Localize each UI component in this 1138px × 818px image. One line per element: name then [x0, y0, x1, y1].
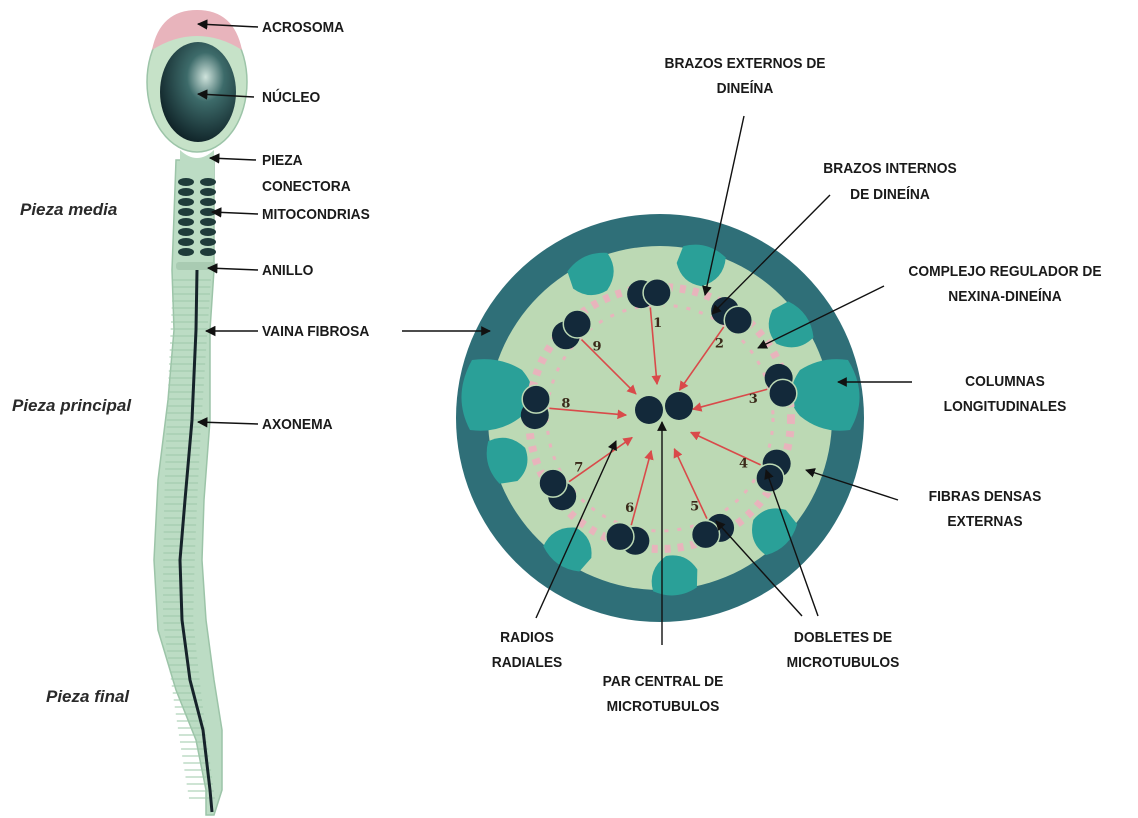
label-mitocondrias: MITOCONDRIAS: [262, 205, 370, 224]
label-nucleo: NÚCLEO: [262, 88, 320, 107]
label-axonema: AXONEMA: [262, 415, 333, 434]
tubule-b: [724, 306, 752, 334]
mitochondrion: [178, 248, 194, 256]
mitochondrion: [178, 198, 194, 206]
label-fibras-densas-2: EXTERNAS: [907, 512, 1063, 531]
sperm-neck: [180, 150, 214, 178]
doublet-number: 5: [690, 500, 699, 515]
mitochondrion: [178, 178, 194, 186]
doublet-number: 2: [715, 337, 724, 352]
central-tubule-b: [665, 392, 693, 420]
sperm-cell: [147, 10, 247, 815]
region-pieza-media: Pieza media: [20, 200, 117, 220]
label-acrosoma: ACROSOMA: [262, 18, 344, 37]
label-pieza-conectora-2: CONECTORA: [262, 177, 351, 196]
mitochondrion: [200, 198, 216, 206]
region-pieza-final: Pieza final: [46, 687, 129, 707]
tubule-b: [539, 469, 567, 497]
anillo-arrow: [208, 268, 258, 270]
region-pieza-principal: Pieza principal: [12, 396, 131, 416]
label-brazos-externos-1: BRAZOS EXTERNOS DE: [648, 54, 841, 73]
doublet-number: 9: [593, 340, 602, 355]
sperm-tail: [154, 160, 222, 815]
doublet-number: 8: [561, 397, 570, 412]
label-par-central-2: MICROTUBULOS: [585, 697, 741, 716]
doublet-number: 7: [574, 461, 583, 476]
tubule-b: [756, 464, 784, 492]
tubule-b: [769, 379, 797, 407]
mitochondrion: [178, 228, 194, 236]
doublet-number: 3: [749, 392, 758, 407]
label-columnas-1: COLUMNAS: [927, 372, 1083, 391]
mitochondrion: [200, 238, 216, 246]
mitochondrion: [200, 188, 216, 196]
tubule-b: [563, 310, 591, 338]
label-radios-1: RADIOS: [467, 628, 587, 647]
tubule-b: [643, 279, 671, 307]
label-dobletes-2: MICROTUBULOS: [765, 653, 921, 672]
label-vaina-fibrosa: VAINA FIBROSA: [262, 322, 369, 341]
tubule-b: [606, 523, 634, 551]
axoneme-cross-section: 1 2 3 4 5 6 7 8 9: [456, 214, 864, 622]
label-complejo-regulador-2: NEXINA-DINEÍNA: [896, 287, 1115, 306]
mitochondrion: [200, 248, 216, 256]
central-tubule-a: [635, 396, 663, 424]
mitochondrion: [200, 178, 216, 186]
mitocondrias-arrow: [212, 212, 258, 214]
pieza-conectora-arrow: [210, 158, 256, 160]
label-columnas-2: LONGITUDINALES: [927, 397, 1083, 416]
mitochondrion: [178, 238, 194, 246]
doublet-number: 4: [739, 457, 748, 472]
label-dobletes-1: DOBLETES DE: [765, 628, 921, 647]
mitochondrion: [200, 228, 216, 236]
label-brazos-internos-1: BRAZOS INTERNOS: [807, 159, 973, 178]
doublet-number: 1: [653, 316, 662, 331]
label-par-central-1: PAR CENTRAL DE: [585, 672, 741, 691]
mitochondrion: [178, 218, 194, 226]
label-complejo-regulador-1: COMPLEJO REGULADOR DE: [896, 262, 1115, 281]
mitochondrion: [178, 208, 194, 216]
label-brazos-internos-2: DE DINEÍNA: [807, 185, 973, 204]
mitochondrion: [178, 188, 194, 196]
doublet-number: 6: [625, 501, 634, 516]
tubule-b: [522, 385, 550, 413]
nucleus: [160, 42, 236, 142]
label-pieza-conectora-1: PIEZA: [262, 151, 303, 170]
mitochondrion: [200, 218, 216, 226]
label-fibras-densas-1: FIBRAS DENSAS: [907, 487, 1063, 506]
label-anillo: ANILLO: [262, 261, 313, 280]
label-brazos-externos-2: DINEÍNA: [648, 79, 841, 98]
tubule-b: [692, 521, 720, 549]
label-radios-2: RADIALES: [467, 653, 587, 672]
